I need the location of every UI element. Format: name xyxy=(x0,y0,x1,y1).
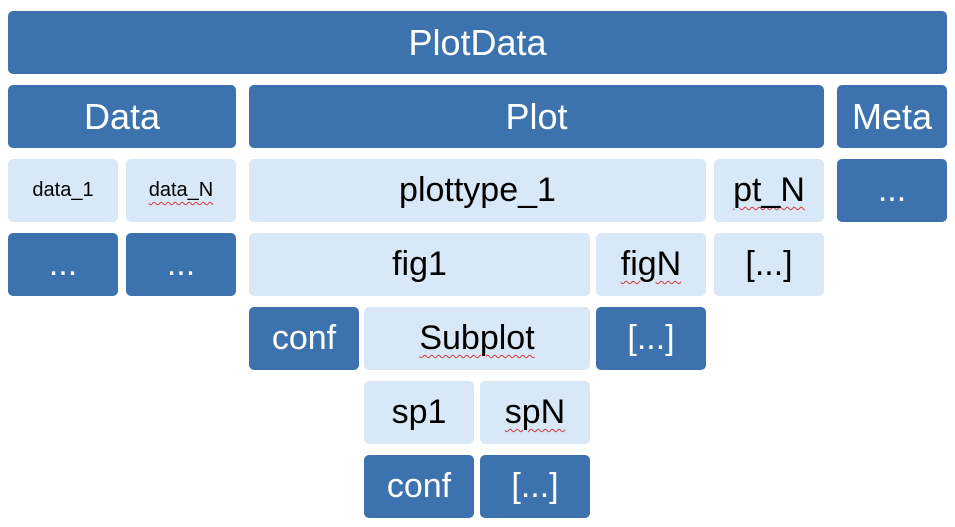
subplot-label: Subplot xyxy=(419,319,535,357)
subplot-item-label: sp1 xyxy=(391,393,447,431)
data-more-label: ... xyxy=(166,245,196,283)
plotdata-label: PlotData xyxy=(408,21,547,63)
data-item-box: data_N xyxy=(126,159,236,222)
meta-more-label: ... xyxy=(877,171,907,209)
plottype-more-box: [...] xyxy=(714,233,824,296)
subplot-conf-box: conf xyxy=(364,455,474,518)
figure-more-box: [...] xyxy=(596,307,706,370)
figure-conf-label: conf xyxy=(271,319,337,357)
data-more-box: ... xyxy=(126,233,236,296)
plottype-more-label: [...] xyxy=(745,245,793,283)
data-section-label: Data xyxy=(83,95,161,137)
meta-section-label: Meta xyxy=(851,95,933,137)
subplot-item-label: spN xyxy=(504,393,566,431)
plottype-label: pt_N xyxy=(733,171,805,209)
meta-section-box: Meta xyxy=(837,85,947,148)
plottype-box: plottype_1 xyxy=(249,159,706,222)
plotdata-box: PlotData xyxy=(8,11,947,74)
subplot-item-box: sp1 xyxy=(364,381,474,444)
figure-box: figN xyxy=(596,233,706,296)
plottype-label: plottype_1 xyxy=(399,171,556,209)
plot-section-box: Plot xyxy=(249,85,824,148)
plot-section-label: Plot xyxy=(505,95,568,137)
figure-label: fig1 xyxy=(392,245,447,283)
data-item-label: data_1 xyxy=(32,179,94,201)
figure-more-label: [...] xyxy=(627,319,675,357)
figure-label: figN xyxy=(620,245,682,283)
subplot-conf-label: conf xyxy=(386,467,452,505)
subplot-box: Subplot xyxy=(364,307,590,370)
figure-conf-box: conf xyxy=(249,307,359,370)
data-item-box: data_1 xyxy=(8,159,118,222)
subplot-more-label: [...] xyxy=(511,467,559,505)
data-section-box: Data xyxy=(8,85,236,148)
data-item-label: data_N xyxy=(148,179,214,201)
data-more-box: ... xyxy=(8,233,118,296)
figure-box: fig1 xyxy=(249,233,590,296)
subplot-more-box: [...] xyxy=(480,455,590,518)
subplot-item-box: spN xyxy=(480,381,590,444)
meta-more-box: ... xyxy=(837,159,947,222)
data-more-label: ... xyxy=(48,245,78,283)
plottype-box: pt_N xyxy=(714,159,824,222)
